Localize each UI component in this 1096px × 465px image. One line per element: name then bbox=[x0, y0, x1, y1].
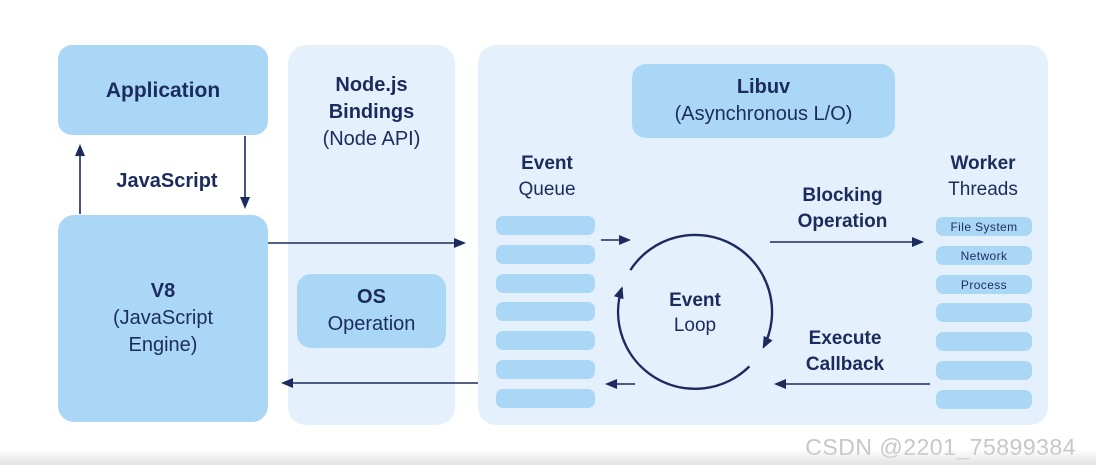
v8-subtitle: (JavaScript Engine) bbox=[112, 307, 214, 356]
os-operation-box: OS Operation bbox=[297, 274, 446, 348]
javascript-label: JavaScript bbox=[116, 170, 218, 192]
v8-title: V8 bbox=[150, 280, 176, 302]
execute-callback-line2: Callback bbox=[805, 354, 885, 375]
worker-thread-bar-2: Network bbox=[936, 246, 1032, 265]
nodejs-bindings-title-text: Node.js Bindings bbox=[328, 74, 415, 123]
nodejs-bindings-title: Node.js Bindings (Node API) bbox=[288, 72, 455, 153]
libuv-box: Libuv (Asynchronous L/O) bbox=[632, 64, 895, 138]
v8-box: V8 (JavaScript Engine) bbox=[58, 215, 268, 422]
worker-thread-bar-label: Process bbox=[960, 277, 1008, 292]
application-box: Application bbox=[58, 45, 268, 135]
blocking-operation-label: Blocking Operation bbox=[765, 183, 920, 235]
worker-thread-bar-5 bbox=[936, 332, 1032, 351]
event-queue-heading-line2: Queue bbox=[518, 179, 576, 200]
event-queue-bar-2 bbox=[496, 245, 595, 264]
worker-threads-heading-line2: Threads bbox=[948, 179, 1018, 200]
libuv-title: Libuv bbox=[736, 76, 791, 98]
application-label: Application bbox=[105, 78, 221, 102]
worker-thread-bar-label: File System bbox=[950, 219, 1018, 234]
worker-thread-bar-7 bbox=[936, 390, 1032, 409]
bottom-gradient-band bbox=[0, 449, 1096, 465]
worker-thread-bar-4 bbox=[936, 303, 1032, 322]
event-loop-label: Event Loop bbox=[625, 288, 765, 338]
os-operation-subtitle: Operation bbox=[327, 313, 416, 335]
nodejs-bindings-subtitle: (Node API) bbox=[322, 128, 421, 150]
event-queue-heading-line1: Event bbox=[521, 153, 573, 174]
worker-thread-bar-3: Process bbox=[936, 275, 1032, 294]
event-loop-label-line1: Event bbox=[669, 290, 721, 311]
event-queue-bar-6 bbox=[496, 360, 595, 379]
event-queue-bars bbox=[496, 216, 595, 411]
event-queue-bar-4 bbox=[496, 302, 595, 321]
worker-threads-heading-line1: Worker bbox=[950, 153, 1016, 174]
event-queue-bar-5 bbox=[496, 331, 595, 350]
blocking-operation-line2: Operation bbox=[797, 211, 888, 232]
worker-threads-heading: Worker Threads bbox=[930, 151, 1036, 203]
os-operation-title: OS bbox=[357, 286, 386, 308]
blocking-operation-line1: Blocking bbox=[802, 185, 883, 206]
worker-thread-bar-label: Network bbox=[960, 248, 1008, 263]
worker-thread-bar-6 bbox=[936, 361, 1032, 380]
nodejs-bindings-panel bbox=[288, 45, 455, 425]
worker-thread-bar-1: File System bbox=[936, 217, 1032, 236]
event-queue-bar-1 bbox=[496, 216, 595, 235]
libuv-subtitle: (Asynchronous L/O) bbox=[674, 103, 853, 125]
event-queue-bar-3 bbox=[496, 274, 595, 293]
execute-callback-label: Execute Callback bbox=[770, 326, 920, 378]
execute-callback-line1: Execute bbox=[808, 328, 882, 349]
event-queue-bar-7 bbox=[496, 389, 595, 408]
event-queue-heading: Event Queue bbox=[497, 151, 597, 203]
event-loop-label-line2: Loop bbox=[673, 315, 717, 336]
